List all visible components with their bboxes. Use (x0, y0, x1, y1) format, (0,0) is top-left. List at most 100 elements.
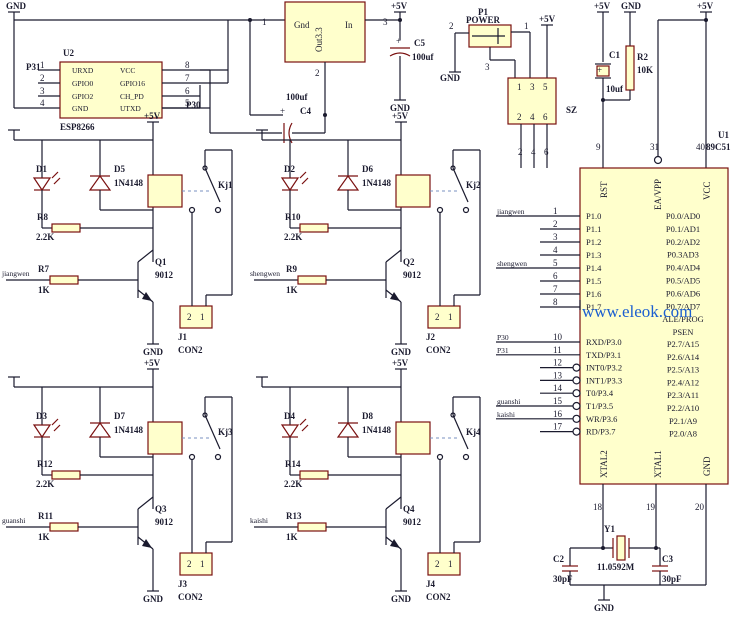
mcu-left-pin-num-2: 3 (553, 232, 558, 242)
diode-type-ch2: 1N4148 (362, 178, 391, 188)
conn-pin-b-ch1: 1 (200, 312, 205, 322)
rbase-value-ch4: 1K (286, 532, 298, 542)
net-label-ch4: kaishi (250, 516, 268, 525)
mcu-left-pin-num-8: 10 (553, 332, 563, 342)
mcu-left-pin-name-7: P1.7 (586, 302, 601, 312)
mcu-left-pin-name-6: P1.6 (586, 289, 601, 299)
mcu-right-pin-name-9: PSEN (673, 327, 694, 337)
power-connector: P1 POWER 1 2 GND 3 +5V SZ 1 3 5 2 4 6 2 … (440, 7, 577, 168)
p1-pin-1: 1 (524, 21, 529, 31)
esp-pin-name-6: CH_PD (120, 92, 144, 101)
gnd-label-c5: GND (390, 103, 411, 113)
relay-channel-3: +5VD3R122.2KD71N41481N4148Kj321J3CON2GND… (2, 358, 233, 604)
mcu-left-pin-name-1: P1.1 (586, 224, 601, 234)
mcu-left-pin-name-12: T0/P3.4 (586, 388, 614, 398)
vcc-label-ch4: +5V (392, 358, 409, 368)
net-label-ch3: guanshi (2, 516, 25, 525)
gnd-label-p1: GND (440, 73, 461, 83)
conn-pin-a-ch1: 2 (187, 312, 192, 322)
mcu-xtal2-label: XTAL2 (599, 450, 609, 478)
r2-resistor (625, 45, 635, 91)
sz-out-2: 2 (518, 147, 523, 157)
transistor-label-ch2: Q2 (403, 257, 415, 267)
mcu-left-pin-name-8: RXD/P3.0 (586, 337, 622, 347)
mcu-right-pin-name-13: P2.4/A12 (667, 377, 699, 387)
ea-inversion-bubble (653, 155, 663, 165)
conn-pin-b-ch4: 1 (448, 559, 453, 569)
power-label: POWER (466, 15, 501, 25)
rled-label-ch1: R8 (37, 212, 48, 222)
esp-pin-name-5: GPIO16 (120, 79, 145, 88)
mcu-right-pin-name-4: P0.4/AD4 (666, 263, 701, 273)
esp8266-body (59, 61, 163, 119)
transistor-type-ch3: 9012 (155, 517, 174, 527)
rbase-value-ch1: 1K (38, 285, 50, 295)
esp-pin-name-2: GPIO2 (72, 92, 94, 101)
led-label-ch4: D4 (284, 411, 295, 421)
esp8266-module: U2 ESP8266 1URXD2GPIO03GPIO24GND8VCC7GPI… (26, 20, 229, 132)
r2-label: R2 (637, 52, 648, 62)
sz-pin-3: 3 (530, 82, 535, 92)
mcu-gnd-label: GND (702, 456, 712, 476)
mcu-left-pin-num-10: 12 (553, 358, 562, 368)
esp-pin-num-4: 8 (185, 60, 190, 70)
rbase-value-ch3: 1K (38, 532, 50, 542)
vcc-label-c1: +5V (594, 1, 611, 11)
mcu-pin-40: 40 (696, 142, 706, 152)
c2-label: C2 (553, 554, 564, 564)
vcc-label-ch3: +5V (144, 358, 161, 368)
c1-cap (596, 65, 610, 77)
rled-value-ch2: 2.2K (284, 232, 302, 242)
rbase-label-ch3: R11 (38, 511, 54, 521)
transistor-type-ch2: 9012 (403, 270, 422, 280)
mcu-xtal1-label: XTAL1 (653, 450, 663, 478)
mcu-left-pin-name-10: INT0/P3.2 (586, 363, 622, 373)
rled-label-ch2: R10 (285, 212, 301, 222)
mcu-right-pin-name-11: P2.6/A14 (667, 352, 700, 362)
transistor-label-ch1: Q1 (155, 257, 167, 267)
esp-pin-name-3: GND (72, 104, 89, 113)
reg-gnd-label: Gnd (294, 20, 310, 30)
rled-value-ch3: 2.2K (36, 479, 54, 489)
mcu-net-label-0: jiangwen (496, 207, 525, 216)
mcu-left-pin-name-2: P1.2 (586, 237, 601, 247)
mcu-left-pin-name-15: RD/P3.7 (586, 427, 616, 437)
relay-label-ch4: Kj4 (466, 427, 481, 437)
mcu-pin-20: 20 (695, 502, 705, 512)
rbase-label-ch1: R7 (38, 264, 49, 274)
voltage-regulator (284, 1, 366, 63)
esp-pin-num-7: 5 (185, 98, 190, 108)
mcu-left-pin-name-13: T1/P3.5 (586, 401, 613, 411)
vcc-label-reg: +5V (391, 1, 408, 11)
gnd-label-r2: GND (621, 1, 642, 11)
mcu-net-label-9: P31 (497, 346, 509, 355)
reg-pin-1: 1 (262, 17, 267, 27)
c2-value: 30pF (553, 574, 573, 584)
esp-pin-name-1: GPIO0 (72, 79, 94, 88)
net-label-ch1: jiangwen (1, 269, 30, 278)
mcu-pin-31: 31 (650, 142, 659, 152)
y1-label: Y1 (604, 524, 615, 534)
gnd-label-ch1: GND (143, 347, 164, 357)
vcc-label-sz: +5V (539, 14, 556, 24)
net-label-ch2: shengwen (250, 269, 280, 278)
rled-value-ch4: 2.2K (284, 479, 302, 489)
sz-pin-2: 2 (517, 112, 522, 122)
relay-channel-2: +5VD2R102.2KD61N41481N4148Kj221J2CON2GND… (250, 111, 481, 357)
c3-label: C3 (662, 554, 673, 564)
mcu-pin-18: 18 (593, 502, 603, 512)
regulator-section: GND 1 Gnd In Out3.3 3 2 +5V + C5 100uf G… (6, 1, 435, 144)
mcu-left-pin-name-5: P1.5 (586, 276, 601, 286)
p1-pin-3: 3 (485, 62, 490, 72)
reg-out-label: Out3.3 (314, 27, 324, 52)
vcc-label-ch1: +5V (144, 111, 161, 121)
mcu-left-pin-name-14: WR/P3.6 (586, 414, 617, 424)
gnd-label-ch2: GND (391, 347, 412, 357)
conn-pin-b-ch3: 1 (200, 559, 205, 569)
diode-type-ch1: 1N4148 (114, 178, 143, 188)
mcu-ea-label: EA/VPP (653, 179, 663, 210)
mcu-right-pin-name-8: ALE/PROG (662, 314, 704, 324)
mcu-pin-19: 19 (646, 502, 656, 512)
